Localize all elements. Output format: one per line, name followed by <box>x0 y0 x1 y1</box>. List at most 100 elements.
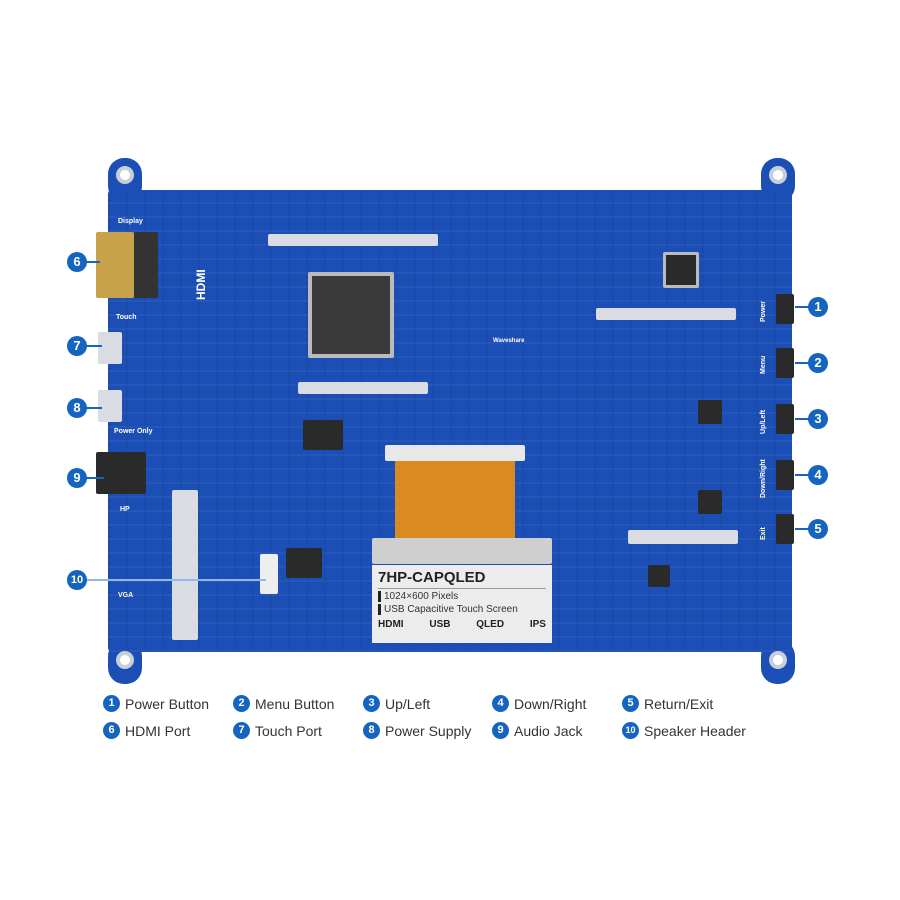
legend-number: 9 <box>492 722 509 739</box>
legend-item-speaker-header: 10 Speaker Header <box>622 722 746 739</box>
silk-up-left: Up/Left <box>760 409 767 434</box>
callout-line <box>795 306 811 308</box>
silk-down-right: Down/Right <box>760 459 767 498</box>
legend-label: Return/Exit <box>644 695 714 712</box>
mounting-hole <box>116 651 134 669</box>
audio-jack <box>96 452 146 494</box>
hdmi-connector-body <box>134 232 158 298</box>
callout-line <box>86 579 266 581</box>
callout-1: 1 <box>808 297 828 317</box>
legend-number: 2 <box>233 695 250 712</box>
inductor <box>698 490 722 514</box>
model-name: 7HP-CAPQLED <box>378 569 546 589</box>
main-chip <box>308 272 394 358</box>
callout-line <box>86 477 104 479</box>
legend-label: Power Button <box>125 695 210 712</box>
silk-hdmi: HDMI <box>194 269 208 300</box>
legend-item-touch-port: 7 Touch Port <box>233 722 322 739</box>
legend-label: HDMI Port <box>125 722 191 739</box>
up-left-button[interactable] <box>776 404 794 434</box>
callout-3: 3 <box>808 409 828 429</box>
legend-number: 10 <box>622 722 639 739</box>
ips-logo: IPS <box>529 619 546 630</box>
power-button[interactable] <box>776 294 794 324</box>
legend-item-power-button: 1 Power Button <box>103 695 209 712</box>
silk-touch: Touch <box>116 314 137 321</box>
callout-7: 7 <box>67 336 87 356</box>
product-label: 7HP-CAPQLED 1024×600 Pixels USB Capaciti… <box>372 565 552 643</box>
legend-label: Up/Left <box>385 695 431 712</box>
silk-power: Power <box>760 300 767 322</box>
chip <box>303 420 343 450</box>
hdmi-port <box>96 232 134 298</box>
chip <box>286 548 322 578</box>
mounting-hole <box>769 651 787 669</box>
callout-6: 6 <box>67 252 87 272</box>
mounting-hole <box>116 166 134 184</box>
legend-number: 1 <box>103 695 120 712</box>
fpc-connector <box>385 445 525 461</box>
mounting-hole <box>769 166 787 184</box>
callout-2: 2 <box>808 353 828 373</box>
legend-label: Audio Jack <box>514 722 583 739</box>
silk-hp: HP <box>120 506 130 513</box>
silk-power-only: Power Only <box>114 428 153 435</box>
callout-line <box>795 362 811 364</box>
exit-button[interactable] <box>776 514 794 544</box>
speaker-header <box>260 554 278 594</box>
usb-logo: USB <box>429 619 451 630</box>
legend-number: 8 <box>363 722 380 739</box>
legend-label: Down/Right <box>514 695 587 712</box>
fpc-stiffener <box>372 538 552 564</box>
component-row <box>628 530 738 544</box>
inductor <box>698 400 722 424</box>
hdmi-logo: HDMI <box>378 619 404 630</box>
callout-line <box>86 345 102 347</box>
legend-item-power-supply: 8 Power Supply <box>363 722 471 739</box>
touch-text: USB Capacitive Touch Screen <box>378 604 546 615</box>
callout-line <box>795 474 811 476</box>
callout-8: 8 <box>67 398 87 418</box>
legend-label: Touch Port <box>255 722 322 739</box>
legend-item-down-right: 4 Down/Right <box>492 695 586 712</box>
legend-item-return-exit: 5 Return/Exit <box>622 695 713 712</box>
legend-number: 4 <box>492 695 509 712</box>
legend-number: 6 <box>103 722 120 739</box>
callout-line <box>795 528 811 530</box>
silk-display: Display <box>118 218 143 225</box>
legend-label: Power Supply <box>385 722 472 739</box>
fpc-ribbon-cable <box>395 455 515 545</box>
silk-exit: Exit <box>760 527 767 540</box>
legend-number: 7 <box>233 722 250 739</box>
down-right-button[interactable] <box>776 460 794 490</box>
legend-number: 5 <box>622 695 639 712</box>
legend-item-up-left: 3 Up/Left <box>363 695 430 712</box>
callout-line <box>86 407 102 409</box>
touch-usb-port <box>98 332 122 364</box>
component-row <box>298 382 428 394</box>
component-row <box>268 234 438 246</box>
legend-item-menu-button: 2 Menu Button <box>233 695 334 712</box>
chip <box>663 252 699 288</box>
power-usb-port <box>98 390 122 422</box>
component-row <box>596 308 736 320</box>
callout-line <box>86 261 100 263</box>
silk-menu: Menu <box>760 355 767 374</box>
callout-line <box>795 418 811 420</box>
component-column <box>172 490 198 640</box>
inductor <box>648 565 670 587</box>
callout-9: 9 <box>67 468 87 488</box>
silk-vga: VGA <box>118 592 134 599</box>
legend-item-hdmi-port: 6 HDMI Port <box>103 722 190 739</box>
callout-10: 10 <box>67 570 87 590</box>
legend-label: Speaker Header <box>644 722 746 739</box>
legend-item-audio-jack: 9 Audio Jack <box>492 722 582 739</box>
resolution-text: 1024×600 Pixels <box>378 591 546 602</box>
menu-button[interactable] <box>776 348 794 378</box>
qled-logo: QLED <box>476 619 505 630</box>
callout-5: 5 <box>808 519 828 539</box>
callout-4: 4 <box>808 465 828 485</box>
legend-number: 3 <box>363 695 380 712</box>
legend-label: Menu Button <box>255 695 335 712</box>
waveshare-logo: Waveshare <box>493 338 525 344</box>
